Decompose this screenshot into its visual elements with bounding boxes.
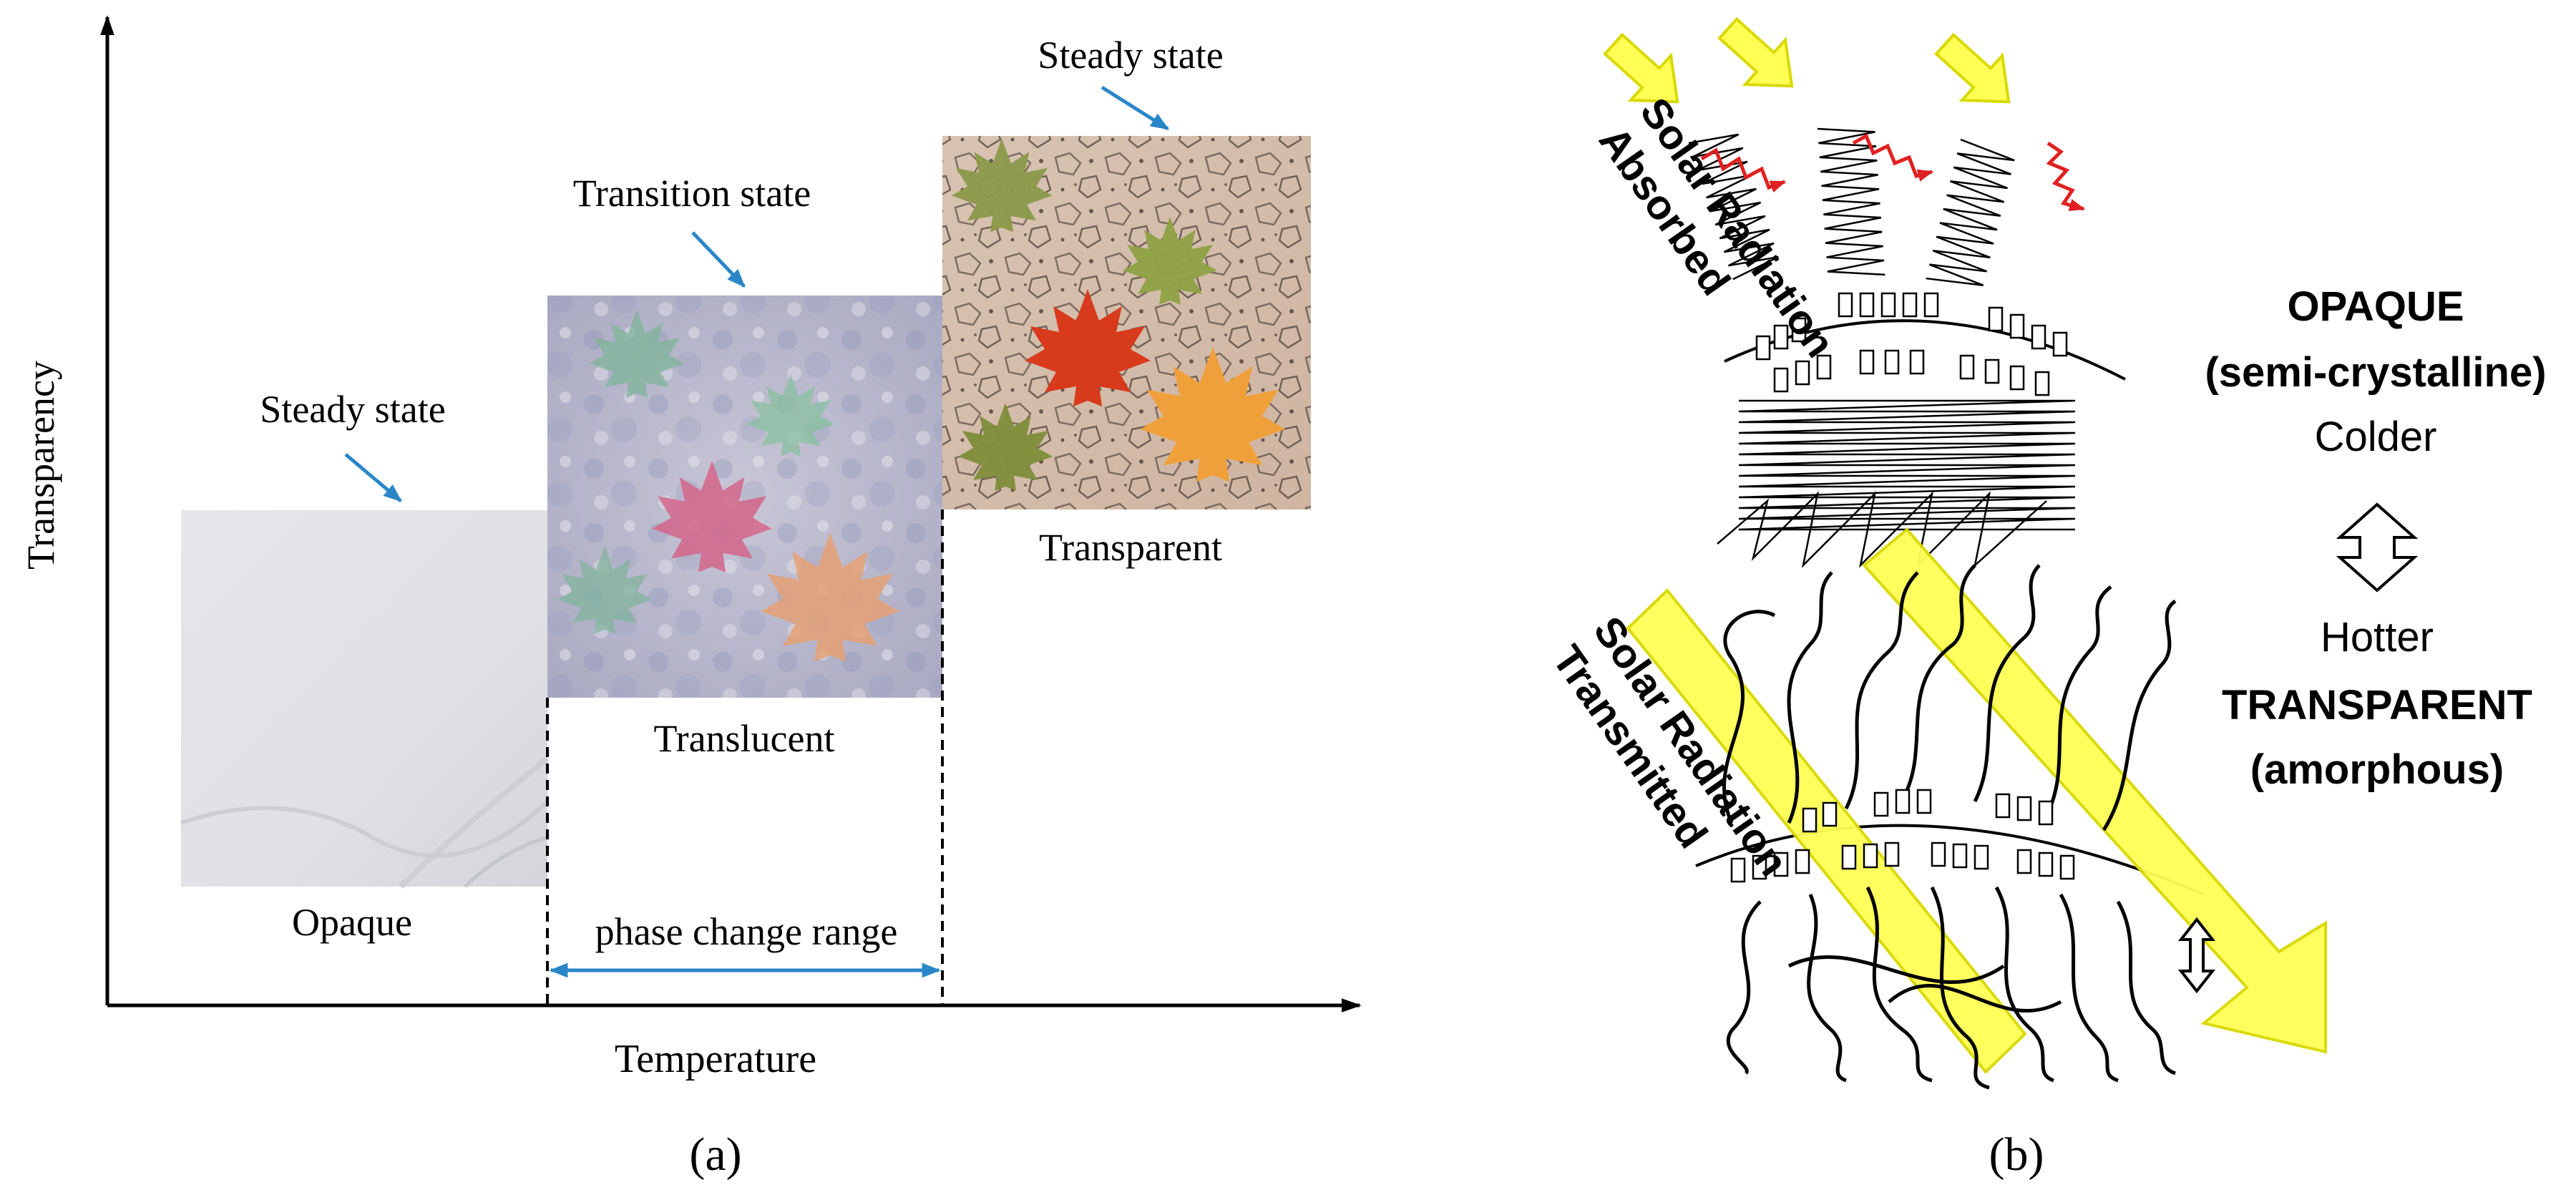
tether-units-bottom <box>1730 789 2075 883</box>
state-transition-arrow-icon <box>2336 502 2419 592</box>
x-axis-label: Temperature <box>615 1037 816 1081</box>
solar-absorbed-label: Solar Radiation Absorbed <box>1590 89 1844 366</box>
pointer-arrow-1 <box>344 453 402 502</box>
tether-units-top <box>1755 292 2068 396</box>
caption-a: (a) <box>689 1128 741 1181</box>
sample-label-opaque: Opaque <box>292 901 412 944</box>
opaque-title: OPAQUE <box>2287 283 2464 330</box>
sample-label-translucent: Translucent <box>654 717 835 760</box>
sample-label-transparent: Transparent <box>1039 526 1222 569</box>
y-axis-label: Transparency <box>19 361 62 570</box>
transparent-title: TRANSPARENT <box>2222 682 2532 728</box>
transparent-sample-image <box>942 136 1311 509</box>
crystalline-lamellae <box>1688 127 2076 568</box>
small-double-arrow-icon <box>2177 917 2216 994</box>
range-label: phase change range <box>595 910 898 953</box>
panel-a: Transparency Temperature <box>19 15 1362 1181</box>
pointer-arrow-3 <box>1101 85 1170 131</box>
interface-curve-bottom <box>1695 824 2205 896</box>
hotter-label: Hotter <box>2321 614 2434 660</box>
translucent-sample-image <box>547 296 942 698</box>
state-label-1: Steady state <box>260 388 445 431</box>
solar-arrows-top <box>1603 16 2011 104</box>
opaque-subtitle: (semi-crystalline) <box>2205 349 2546 396</box>
absorbed-waves <box>1700 133 2086 212</box>
amorphous-chains <box>1722 564 2177 1090</box>
state-label-2: Transition state <box>573 172 811 215</box>
panel-b: Solar Radiation Absorbed Solar Radiation… <box>1543 16 2547 1181</box>
state-label-3: Steady state <box>1038 34 1223 77</box>
transparent-subtitle: (amorphous) <box>2250 746 2504 793</box>
caption-b: (b) <box>1989 1128 2044 1181</box>
pointer-arrow-2 <box>691 231 746 288</box>
opaque-sample-image <box>180 510 550 889</box>
solar-beams-bottom <box>1626 527 2327 1074</box>
colder-label: Colder <box>2315 414 2437 460</box>
